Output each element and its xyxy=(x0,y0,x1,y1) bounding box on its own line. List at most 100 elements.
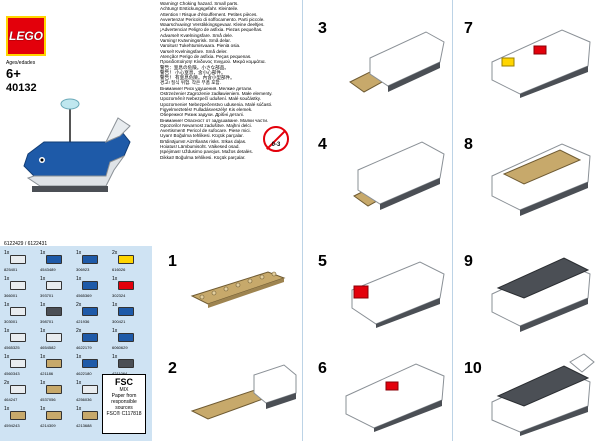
step-8-illustration xyxy=(491,143,591,216)
fsc-logo: FSC MIX Paper from responsible sources F… xyxy=(102,374,146,434)
part-item: 1x 4560343 xyxy=(4,354,42,376)
part-quantity: 1x xyxy=(76,276,82,282)
part-quantity: 1x xyxy=(4,406,10,412)
part-id: 4213688 xyxy=(76,423,92,428)
fsc-title: FSC xyxy=(115,377,133,387)
part-item: 1x 825401 xyxy=(4,250,42,272)
brick-icon xyxy=(10,255,26,264)
part-id: 306923 xyxy=(76,267,90,272)
step-number-7: 7 xyxy=(464,20,473,37)
part-quantity: 2x xyxy=(4,380,10,386)
age-warning-text: 0-3 xyxy=(271,142,281,148)
part-item: 1x 303001 xyxy=(4,302,42,324)
step-9-illustration xyxy=(491,257,591,332)
warning-line: Warning! Choking hazard. Small parts. xyxy=(160,1,239,6)
part-quantity: 1x xyxy=(76,250,82,256)
warning-line: Обережно! Ризик задухи. Дрібні деталі. xyxy=(160,112,244,118)
step-1-illustration xyxy=(190,271,286,308)
part-id: 303001 xyxy=(4,319,18,324)
step-number-10: 10 xyxy=(464,360,482,377)
set-number: 40132 xyxy=(6,82,37,94)
part-quantity: 1x xyxy=(112,302,118,308)
part-item: 1x 4565369 xyxy=(76,276,114,298)
warning-line: Varsel! Kvelningsfare. Små deler. xyxy=(160,48,228,54)
warnings-column: Warning! Choking hazard. Small parts.Ach… xyxy=(160,0,300,441)
warning-line: Hoiatus! Lämbumisoht. Väikesed osad. xyxy=(160,144,240,150)
warning-line: Waarschuwing! Verstikkingsgevaar. Kleine… xyxy=(160,22,265,28)
step-number-8: 8 xyxy=(464,136,473,153)
part-quantity: 1x xyxy=(40,354,46,360)
choking-warnings: Warning! Choking hazard. Small parts.Ach… xyxy=(160,1,292,160)
part-quantity: 2x xyxy=(76,302,82,308)
brick-icon xyxy=(10,411,26,420)
warning-line: Ostrzeżenie! Zagrożenie zadławieniem. Ma… xyxy=(160,91,273,97)
part-quantity: 1x xyxy=(4,302,10,308)
left-panel: LEGO Ages/edades 6+ 40132 6122429 / 6122… xyxy=(0,0,152,441)
part-quantity: 1x xyxy=(112,276,118,282)
part-id: 421936 xyxy=(76,319,90,324)
brick-icon xyxy=(46,333,62,342)
part-id: 300421 xyxy=(112,319,126,324)
warning-line: 警告：窒息の危険。小さな部品。 xyxy=(160,64,229,70)
step-4-illustration xyxy=(353,141,445,210)
part-quantity: 2x xyxy=(76,328,82,334)
part-quantity: 1x xyxy=(76,354,82,360)
brick-icon xyxy=(82,307,98,316)
whale-model-image xyxy=(23,98,131,192)
warning-line: Προειδοποίηση! Κίνδυνος πνιγμού. Μικρά κ… xyxy=(160,59,266,65)
part-id: 4565369 xyxy=(76,293,92,298)
brick-icon xyxy=(10,307,26,316)
brick-icon xyxy=(82,281,98,290)
brick-icon xyxy=(82,255,98,264)
brick-icon xyxy=(82,411,98,420)
part-id: 825401 xyxy=(4,267,18,272)
part-id: 4622180 xyxy=(76,371,92,376)
part-quantity: 1x xyxy=(40,406,46,412)
part-item: 1x4211064 xyxy=(112,354,150,376)
fsc-line2: responsible sources xyxy=(111,399,137,411)
brick-icon xyxy=(118,333,134,342)
part-quantity: 1x xyxy=(4,250,10,256)
brick-icon xyxy=(82,359,98,368)
warning-line: 警告！ 有窒息危險。內含小型部件。 xyxy=(160,75,235,81)
step-number-3: 3 xyxy=(318,20,327,37)
part-id: 4537056 xyxy=(40,397,56,402)
warning-line: 경고! 질식 위험. 작은 부품 포함. xyxy=(160,80,221,86)
part-quantity: 2x xyxy=(112,250,118,256)
step-10-illustration xyxy=(491,353,595,436)
age-warning-icon: 0-3 xyxy=(263,126,289,152)
part-id: 4594243 xyxy=(4,423,20,428)
warning-line: Avertisment! Pericol de sufocare. Piese … xyxy=(160,128,251,134)
warning-line: Внимание! Опасност от задушаване. Малки … xyxy=(160,117,269,123)
fsc-mix: MIX xyxy=(119,387,129,393)
divider-vertical-middle xyxy=(302,0,303,441)
part-id: 4560343 xyxy=(4,371,20,376)
warning-line: Avvertenza! Pericolo di soffocamento. Pa… xyxy=(160,16,265,22)
warning-line: Dikkat! Boğulma tehlikesi. Küçük parçala… xyxy=(160,154,246,160)
part-id: 4211064 xyxy=(112,371,127,376)
warning-line: Atenção! Perigo de asfixia. Peças pequen… xyxy=(160,53,252,59)
warning-line: Varning! Kvävningsrisk. Små delar. xyxy=(160,38,231,44)
brick-icon xyxy=(46,307,62,316)
step-number-2: 2 xyxy=(168,360,177,377)
step-5-illustration xyxy=(351,261,445,328)
divider-vertical-right xyxy=(452,0,453,441)
age-label: Ages/edades xyxy=(6,60,36,66)
brick-icon xyxy=(46,359,62,368)
brick-icon xyxy=(46,385,62,394)
part-item: 2x 421936 xyxy=(76,302,114,324)
part-item: 1x 300421 xyxy=(112,302,150,324)
part-quantity: 1x xyxy=(4,354,10,360)
age-rating: 6+ xyxy=(6,66,21,81)
brick-icon xyxy=(10,359,26,368)
